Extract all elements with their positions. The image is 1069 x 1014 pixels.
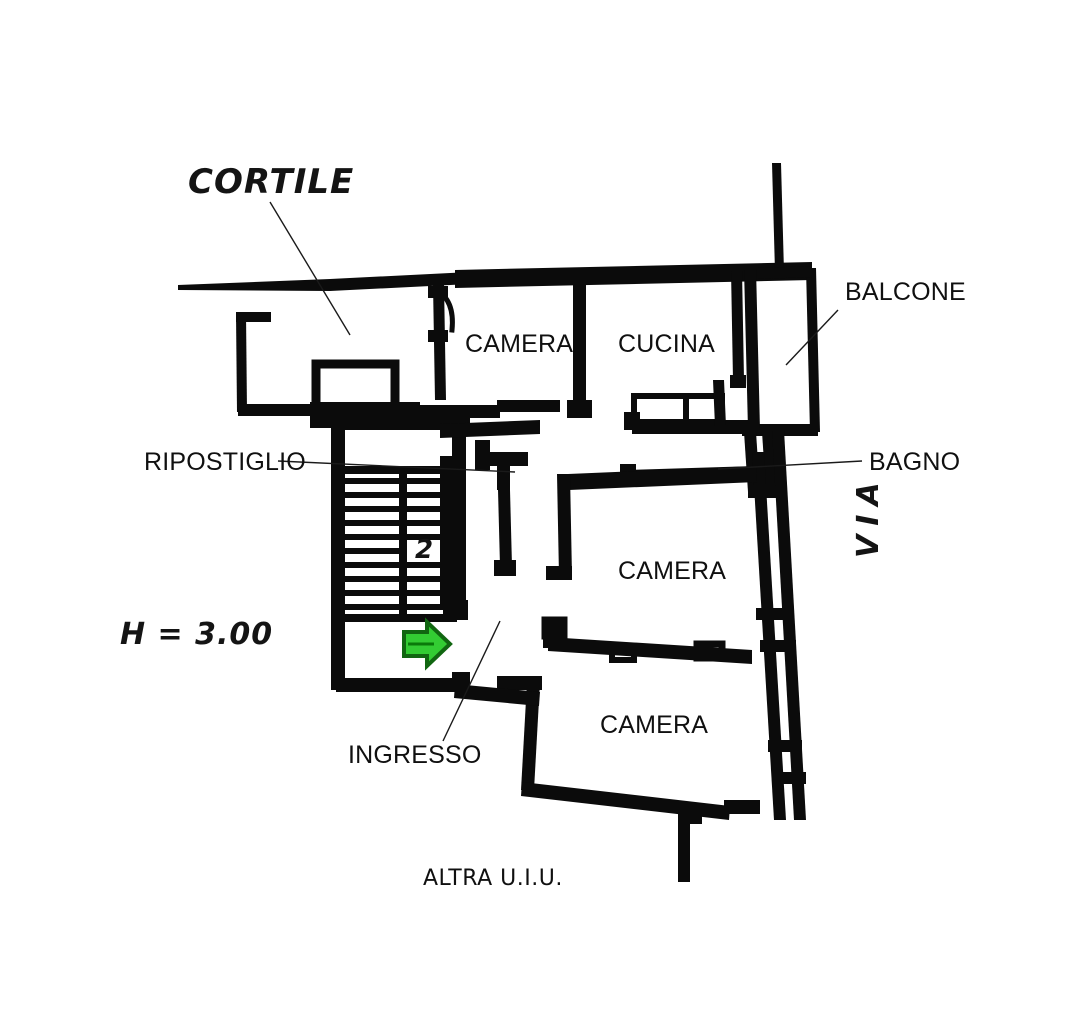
wall-kitchen-base <box>632 420 748 434</box>
wall-camera-mid-left-opening <box>541 616 568 640</box>
stair-treads-right <box>406 478 450 610</box>
stair-treads-left <box>343 478 401 610</box>
wall-camera-mid-bottom-notch <box>693 640 726 662</box>
leader-balcone <box>785 309 839 366</box>
wall-cucina-balcony-pier <box>731 270 744 380</box>
wall-ripostiglio-cap <box>490 452 528 466</box>
wall-street-outer <box>772 430 806 820</box>
wall-upper-right-stub <box>772 163 784 272</box>
wall-balcony-left <box>744 268 760 430</box>
wall-left-stub-1 <box>310 406 332 428</box>
wall-cucina-balcony-door <box>730 375 746 388</box>
wall-camera-mid-left-stub <box>546 566 572 580</box>
annotation-height-note: H = 3.00 <box>120 617 273 652</box>
handwritten-layer: CORTILE H = 3.00 2 VIA ALTRA U.I.U. <box>120 162 886 891</box>
fixture-kitchen-counter-1 <box>631 393 689 425</box>
annotation-via: VIA <box>851 473 886 558</box>
wall-camera-bot-bottom <box>521 782 730 820</box>
room-label-camera-bottom: CAMERA <box>600 711 708 739</box>
wall-courtyard-bottom <box>238 404 322 416</box>
annotation-stair-number: 2 <box>415 535 433 565</box>
wall-camera-bot-left-stub <box>497 676 542 690</box>
callout-label-bagno: BAGNO <box>869 448 960 476</box>
walls-layer <box>178 163 820 882</box>
wall-ripostiglio-top <box>440 420 540 438</box>
stair-landing-bar <box>337 466 457 474</box>
wall-camera-bot-tail-top <box>678 812 702 824</box>
leader-lines-layer <box>269 201 863 742</box>
wall-camera-mid-top <box>568 466 757 490</box>
wall-ingresso-bottom-right <box>454 684 540 706</box>
leader-ingresso <box>442 620 501 742</box>
room-labels-layer: CAMERA CUCINA CAMERA CAMERA <box>465 330 726 739</box>
wall-small-vano <box>311 359 400 413</box>
leader-ripostiglio <box>277 460 516 473</box>
callout-labels-layer: BALCONE BAGNO RIPOSTIGLIO INGRESSO <box>144 278 966 769</box>
callout-label-balcone: BALCONE <box>845 278 966 306</box>
stair-spine <box>399 470 407 620</box>
wall-camera-cucina-divider <box>573 282 586 410</box>
wall-slab-right <box>497 400 560 412</box>
stair-landing-bar-bottom <box>337 614 457 622</box>
annotation-cortile: CORTILE <box>188 162 354 202</box>
wall-stair-right <box>452 420 466 618</box>
leader-bagno <box>717 460 863 470</box>
wall-camera-bot-right-jog <box>724 800 760 814</box>
wall-courtyard-left <box>236 313 247 412</box>
wall-slab-mid <box>418 405 500 418</box>
wall-camera-cucina-foot <box>567 400 592 418</box>
wall-ingresso-bottom <box>336 678 470 692</box>
annotation-via-text: VIA <box>851 473 886 558</box>
callout-label-ripostiglio: RIPOSTIGLIO <box>144 448 306 476</box>
room-label-camera-middle: CAMERA <box>618 557 726 585</box>
wall-courtyard-left-top <box>236 312 271 322</box>
annotation-altra-uiu: ALTRA U.I.U. <box>423 866 563 891</box>
wall-street-jog-1 <box>748 486 786 498</box>
wall-balcony-right <box>806 268 820 432</box>
door-marker-mid-camera <box>609 643 637 663</box>
room-label-cucina: CUCINA <box>618 330 715 358</box>
wall-stair-top <box>331 418 470 430</box>
wall-balcony-top <box>757 266 812 279</box>
wall-street-jog-4 <box>768 740 802 752</box>
entrance-direction-arrow[interactable] <box>402 617 453 671</box>
wall-ripostiglio-door <box>475 440 490 470</box>
leader-cortile <box>269 201 351 336</box>
wall-street-inner <box>752 452 786 820</box>
wall-ingresso-corner <box>452 672 470 692</box>
callout-label-ingresso: INGRESSO <box>348 741 482 769</box>
wall-camera-bot-tail <box>678 812 690 882</box>
wall-jamb-camera-left-low <box>428 330 448 342</box>
wall-slab-below-vano <box>310 402 420 420</box>
wall-camera-bot-left <box>521 682 540 790</box>
wall-camera-mid-left <box>557 474 572 576</box>
wall-top-thick-right <box>455 262 812 288</box>
wall-jamb-camera-left <box>428 286 448 298</box>
wall-street-jog-2 <box>756 608 792 620</box>
wall-street-jog-5 <box>772 772 806 784</box>
wall-bagno-pier-left <box>713 380 726 426</box>
wall-street-jog-3 <box>760 640 796 652</box>
wall-stair-left <box>331 418 345 690</box>
room-label-camera-top-left: CAMERA <box>465 330 573 358</box>
wall-corridor-right-pier-cap <box>494 560 516 576</box>
